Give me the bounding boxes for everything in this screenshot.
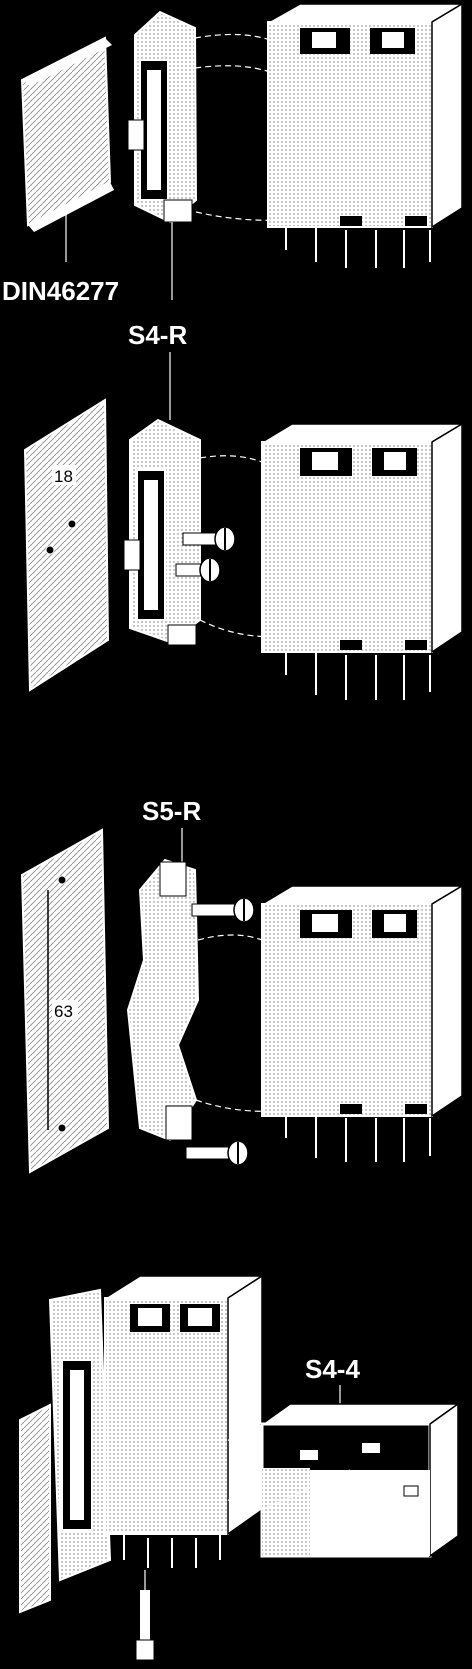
dimension-63: 63: [54, 1002, 73, 1021]
mounting-screw-top: [191, 897, 255, 923]
label-s5r: S5-R: [142, 796, 201, 826]
s44-cover: [259, 1402, 461, 1558]
relay-assembled: [102, 1274, 265, 1568]
section-din-rail-mount: DIN46277: [2, 2, 465, 306]
relay-top: [265, 2, 465, 268]
label-din46277: DIN46277: [2, 276, 119, 306]
dimension-18: 18: [54, 467, 73, 486]
assembled-socket: [19, 1288, 112, 1614]
relay-s5r: [259, 884, 465, 1162]
section-panel-mount-s5r: 63: [20, 828, 465, 1174]
s4r-socket-panel: [123, 418, 201, 646]
mounting-panel-63: 63: [20, 828, 110, 1174]
mounting-screw-2: [175, 557, 221, 583]
s5r-socket: [126, 858, 200, 1142]
label-s44: S4-4: [305, 1354, 360, 1384]
label-s4r: S4-R: [128, 320, 187, 350]
contact-pin: [135, 1570, 155, 1661]
relay-panel: [259, 422, 465, 700]
mounting-screw-1: [182, 526, 236, 552]
mounting-panel-18: 18: [23, 398, 110, 692]
section-panel-mount-s4r: 18: [23, 398, 465, 700]
mounting-screw-bottom: [185, 1140, 249, 1166]
section-cover-s44: S4-4: [19, 1274, 461, 1661]
din-rail: [20, 36, 114, 262]
s4r-socket-top: [127, 10, 198, 224]
